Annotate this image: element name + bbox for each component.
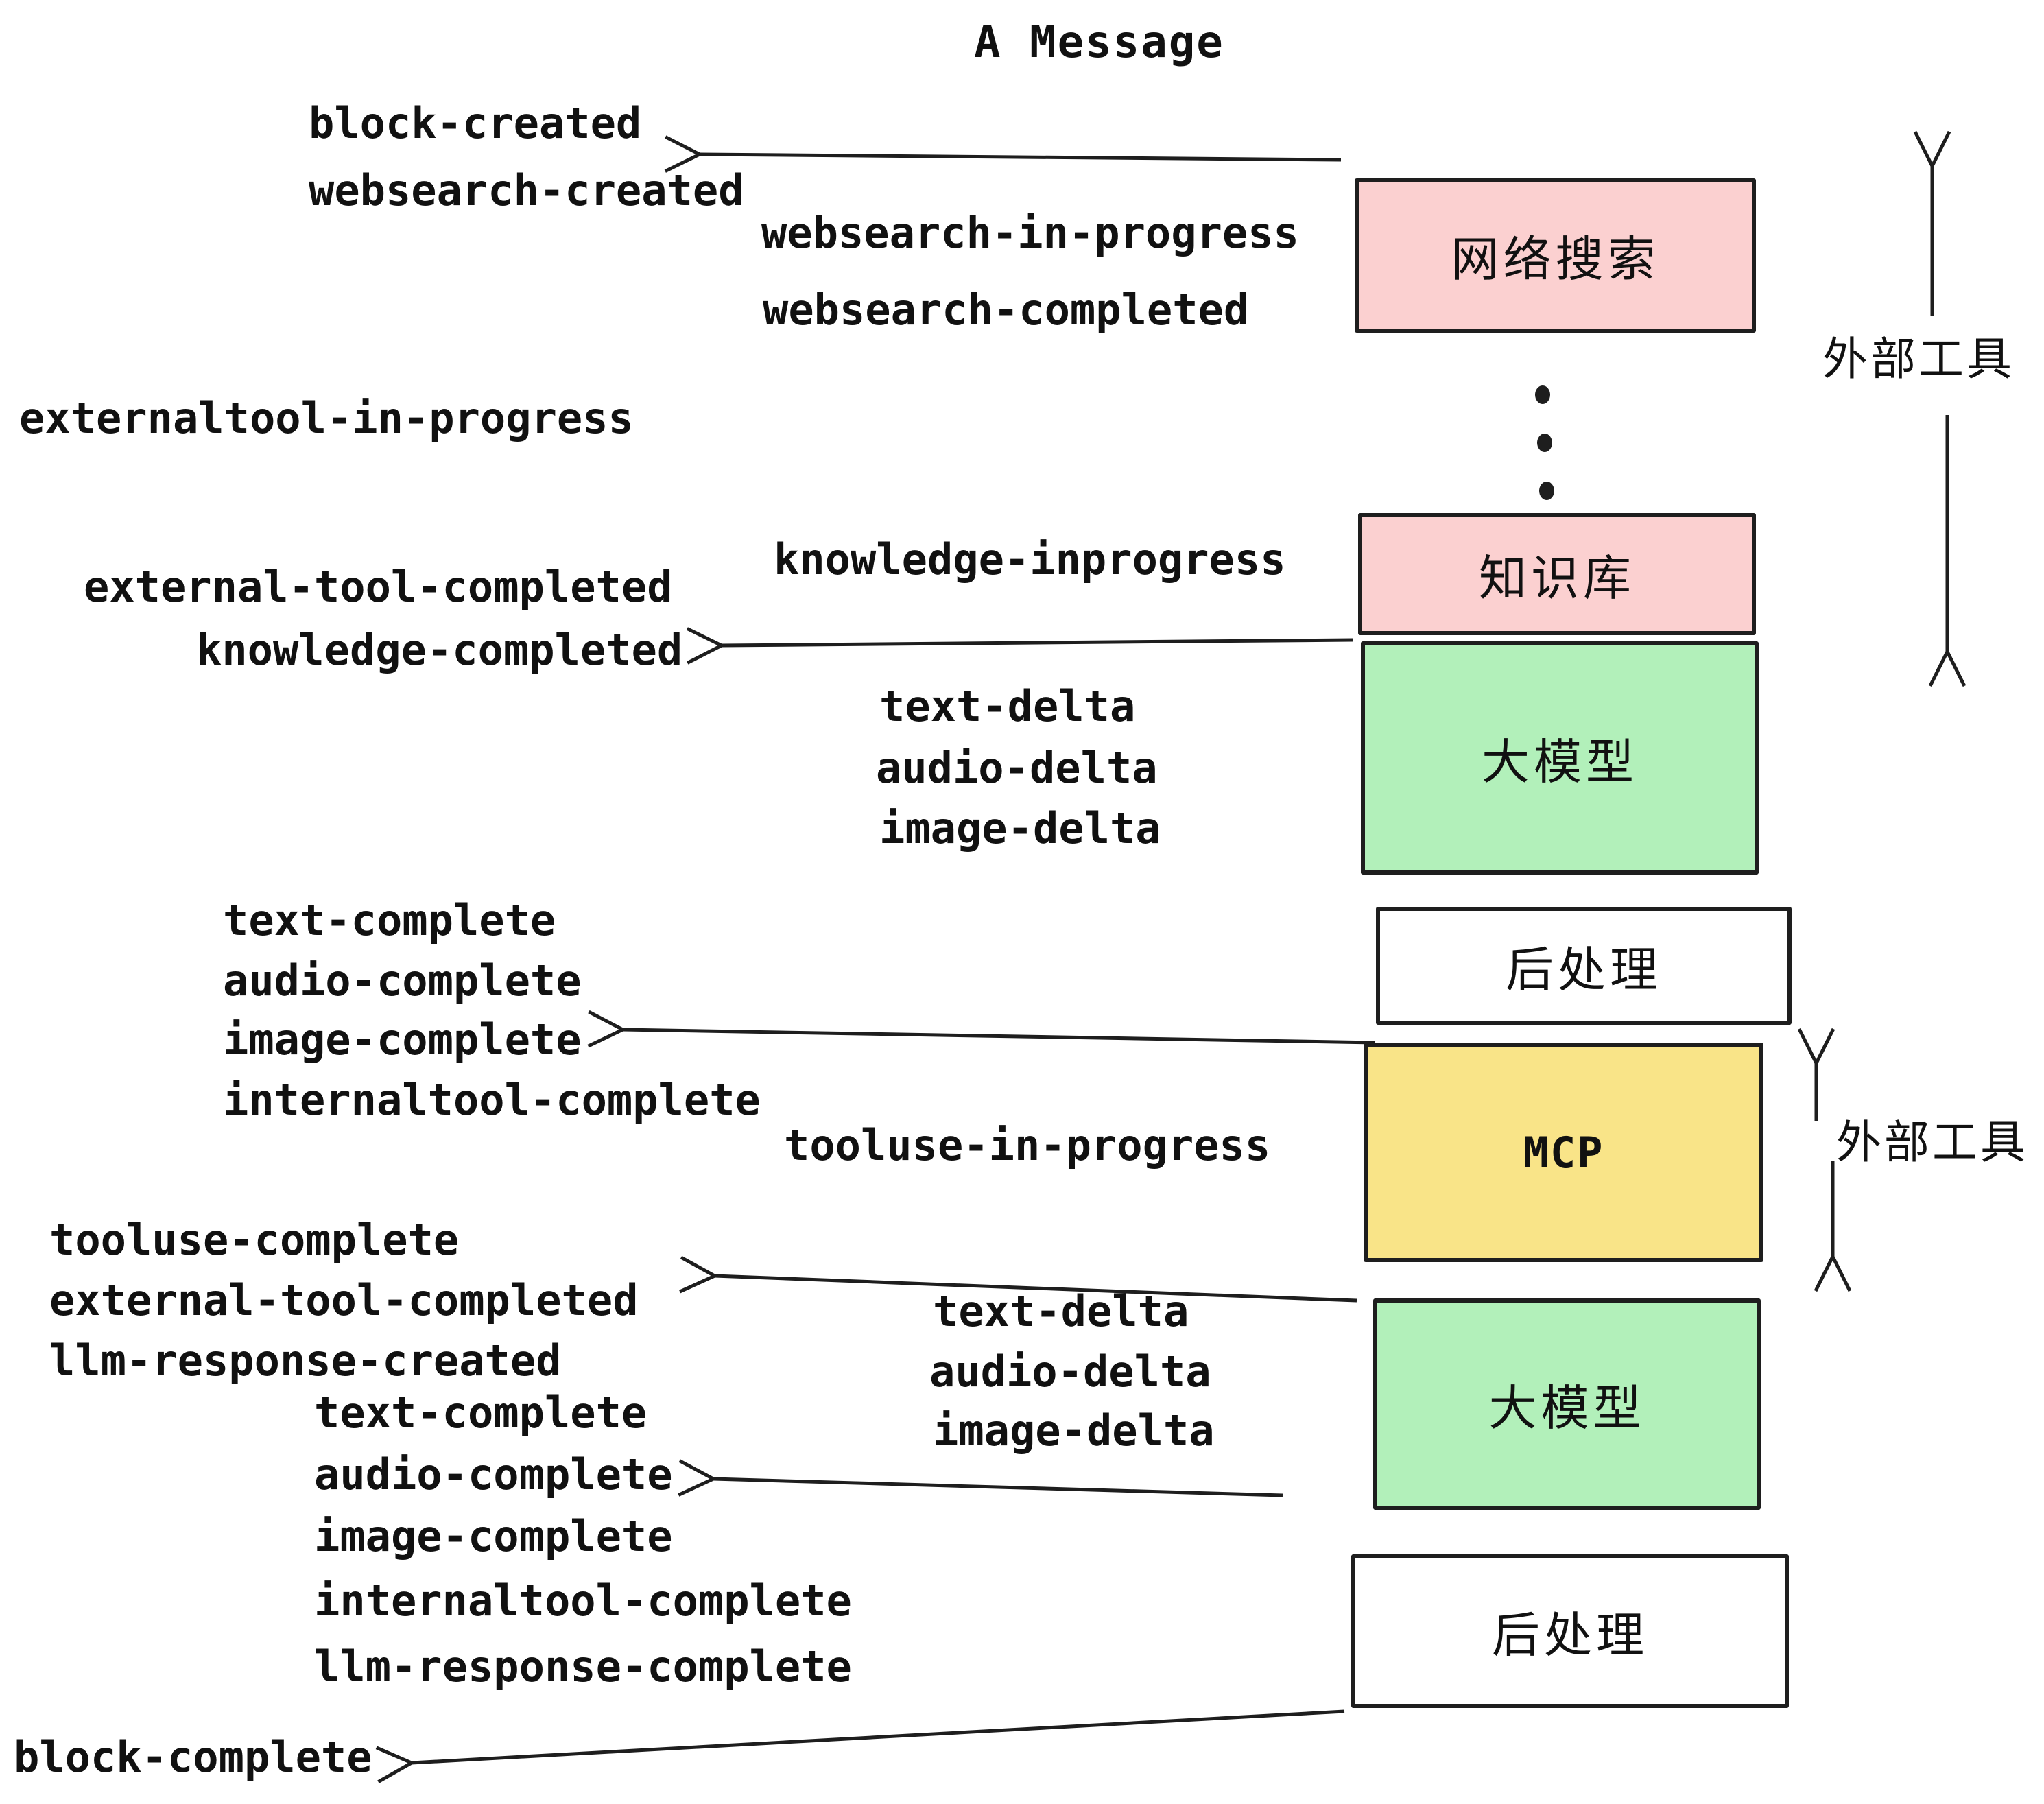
box-mcp: MCP bbox=[1364, 1043, 1763, 1262]
arrow-websearch-created bbox=[664, 135, 1342, 173]
external-tools-label-2: 外部工具 bbox=[1836, 1116, 2028, 1169]
box-postprocess-1-label: 后处理 bbox=[1506, 941, 1662, 998]
box-knowledge-label: 知识库 bbox=[1479, 549, 1635, 606]
box-postprocess-2-label: 后处理 bbox=[1492, 1606, 1648, 1663]
event-image-delta: image-delta bbox=[879, 803, 1161, 853]
event-text-complete-2: text-complete bbox=[314, 1388, 647, 1438]
event-image-delta-2: image-delta bbox=[933, 1405, 1215, 1456]
event-text-complete: text-complete bbox=[223, 895, 556, 945]
event-tooluse-in-progress: tooluse-in-progress bbox=[784, 1120, 1271, 1170]
event-knowledge-inprogress: knowledge-inprogress bbox=[774, 534, 1286, 584]
box-llm-1: 大模型 bbox=[1361, 641, 1759, 875]
arrow-tooluse-complete bbox=[679, 1255, 1357, 1303]
box-websearch: 网络搜索 bbox=[1355, 178, 1756, 333]
box-llm-1-label: 大模型 bbox=[1482, 733, 1638, 790]
event-audio-delta: audio-delta bbox=[876, 743, 1158, 793]
arrow-image-complete bbox=[587, 1010, 1376, 1048]
event-text-delta-2: text-delta bbox=[933, 1286, 1189, 1336]
event-internaltool-complete: internaltool-complete bbox=[223, 1075, 761, 1125]
arrow-audio-complete-2 bbox=[678, 1459, 1283, 1497]
event-internaltool-complete-2: internaltool-complete bbox=[314, 1576, 852, 1626]
event-externaltool-in-progress: externaltool-in-progress bbox=[19, 393, 634, 443]
event-websearch-completed: websearch-completed bbox=[763, 285, 1250, 335]
box-mcp-label: MCP bbox=[1523, 1127, 1604, 1178]
event-block-complete: block-complete bbox=[14, 1732, 372, 1782]
event-text-delta: text-delta bbox=[879, 681, 1136, 731]
box-websearch-label: 网络搜索 bbox=[1451, 231, 1660, 287]
event-websearch-in-progress: websearch-in-progress bbox=[761, 208, 1299, 258]
ellipsis-dot-icon bbox=[1537, 434, 1552, 452]
event-tooluse-complete: tooluse-complete bbox=[49, 1215, 460, 1265]
event-image-complete: image-complete bbox=[223, 1014, 582, 1065]
event-external-tool-completed-2: external-tool-completed bbox=[49, 1275, 639, 1325]
event-llm-response-complete: llm-response-complete bbox=[314, 1641, 852, 1692]
arrow-block-complete bbox=[375, 1709, 1345, 1783]
arrow-knowledge-completed bbox=[686, 627, 1353, 665]
event-knowledge-completed: knowledge-completed bbox=[196, 625, 683, 675]
event-audio-complete: audio-complete bbox=[223, 956, 582, 1006]
box-llm-2: 大模型 bbox=[1373, 1298, 1761, 1510]
box-postprocess-2: 后处理 bbox=[1351, 1554, 1789, 1708]
box-knowledge: 知识库 bbox=[1358, 513, 1756, 635]
event-websearch-created: websearch-created bbox=[309, 165, 744, 215]
box-llm-2-label: 大模型 bbox=[1488, 1379, 1645, 1436]
box-postprocess-1: 后处理 bbox=[1376, 907, 1792, 1025]
event-audio-delta-2: audio-delta bbox=[929, 1346, 1211, 1397]
event-block-created: block-created bbox=[309, 98, 642, 148]
external-tools-label-1: 外部工具 bbox=[1822, 333, 2015, 385]
event-image-complete-2: image-complete bbox=[314, 1511, 673, 1561]
event-llm-response-created: llm-response-created bbox=[49, 1336, 562, 1386]
diagram-title: A Message bbox=[974, 17, 1224, 68]
event-audio-complete-2: audio-complete bbox=[314, 1449, 673, 1499]
event-external-tool-completed: external-tool-completed bbox=[84, 562, 673, 612]
ellipsis-dot-icon bbox=[1535, 385, 1550, 404]
ellipsis-dot-icon bbox=[1539, 482, 1554, 500]
